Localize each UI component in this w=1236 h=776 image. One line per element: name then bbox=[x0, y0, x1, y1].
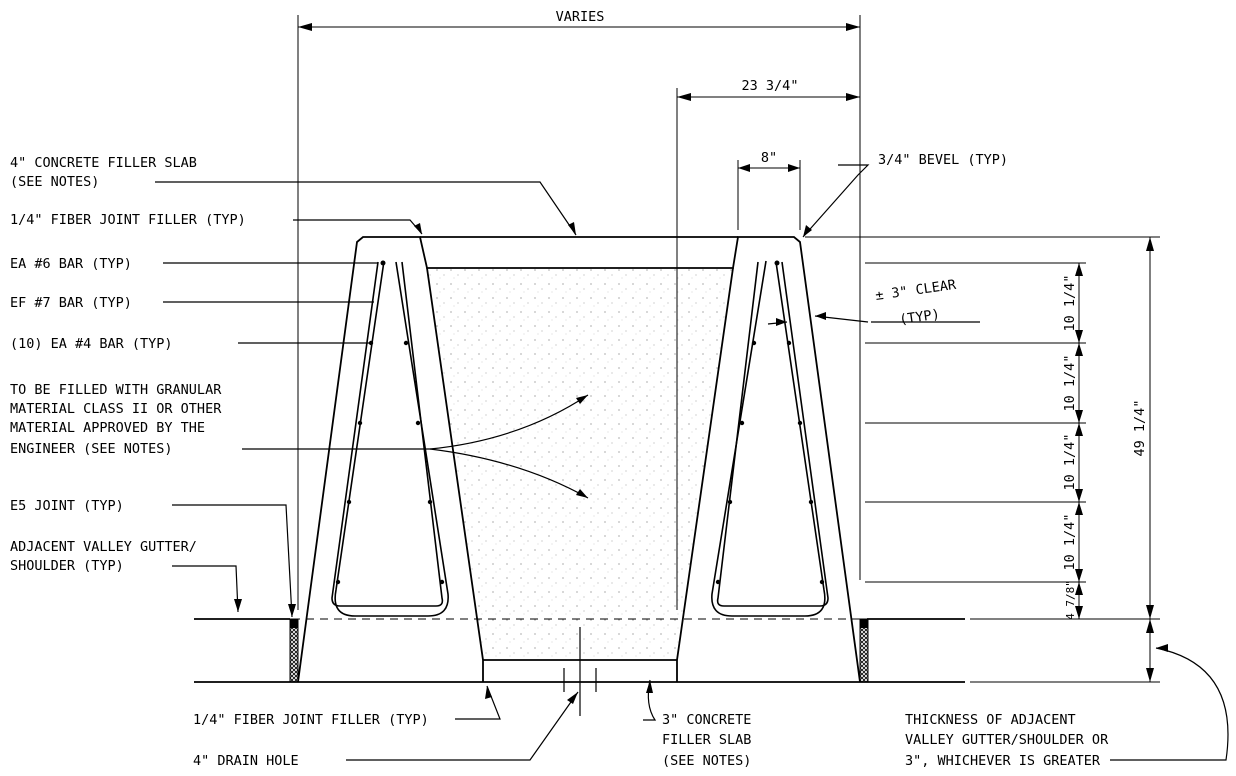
left-ea4-bars bbox=[335, 340, 445, 585]
label-filler-slab-bottom-1: 3" CONCRETE bbox=[662, 712, 751, 728]
dim-spacing-3: 10 1/4" bbox=[1062, 434, 1078, 491]
label-granular-4: ENGINEER (SEE NOTES) bbox=[10, 441, 173, 457]
left-ef7-bar-outer bbox=[334, 260, 449, 617]
label-ea4-bar: (10) EA #4 BAR (TYP) bbox=[10, 336, 173, 352]
label-granular-1: TO BE FILLED WITH GRANULAR bbox=[10, 382, 222, 398]
granular-fill-area bbox=[427, 268, 733, 660]
label-filler-slab-bottom-2: FILLER SLAB bbox=[662, 732, 751, 748]
label-concrete-filler-slab-1: 4" CONCRETE FILLER SLAB bbox=[10, 155, 197, 171]
label-filler-slab-bottom-3: (SEE NOTES) bbox=[662, 753, 751, 769]
right-joint-cap bbox=[860, 619, 868, 628]
label-e5-joint: E5 JOINT (TYP) bbox=[10, 498, 124, 514]
dim-bottom-spacing: 4 7/8" bbox=[1064, 580, 1077, 620]
barrier-outline bbox=[297, 236, 861, 683]
left-ea6-bar bbox=[380, 260, 386, 266]
left-ef7-bar-inner bbox=[331, 261, 444, 607]
left-leaders bbox=[155, 164, 1229, 761]
dimension-8 bbox=[737, 160, 801, 230]
label-clear-2: (TYP) bbox=[898, 306, 940, 328]
label-ef7-bar: EF #7 BAR (TYP) bbox=[10, 295, 132, 311]
label-adjacent-gutter-2: SHOULDER (TYP) bbox=[10, 558, 124, 574]
label-adjacent-gutter-1: ADJACENT VALLEY GUTTER/ bbox=[10, 539, 197, 555]
label-thickness-1: THICKNESS OF ADJACENT bbox=[905, 712, 1076, 728]
left-joint-cap bbox=[290, 619, 298, 628]
label-clear-1: ± 3" CLEAR bbox=[874, 277, 958, 304]
right-ea6-bar bbox=[774, 260, 780, 266]
label-fiber-joint-bottom: 1/4" FIBER JOINT FILLER (TYP) bbox=[193, 712, 429, 728]
label-drain-hole: 4" DRAIN HOLE bbox=[193, 753, 299, 769]
left-e5-joint bbox=[289, 618, 299, 683]
label-granular-2: MATERIAL CLASS II OR OTHER bbox=[10, 401, 222, 417]
dim-spacing-1: 10 1/4" bbox=[1062, 275, 1078, 332]
dim-spacing-4: 10 1/4" bbox=[1062, 514, 1078, 571]
label-thickness-3: 3", WHICHEVER IS GREATER bbox=[905, 753, 1101, 769]
dimension-23-3-4 bbox=[676, 88, 860, 610]
dim-overall-height: 49 1/4" bbox=[1132, 400, 1148, 457]
dim-varies-label: VARIES bbox=[556, 9, 605, 25]
label-bevel: 3/4" BEVEL (TYP) bbox=[878, 152, 1008, 168]
label-concrete-filler-slab-2: (SEE NOTES) bbox=[10, 174, 99, 190]
label-fiber-joint-top: 1/4" FIBER JOINT FILLER (TYP) bbox=[10, 212, 246, 228]
label-ea6-bar: EA #6 BAR (TYP) bbox=[10, 256, 132, 272]
label-granular-3: MATERIAL APPROVED BY THE bbox=[10, 420, 205, 436]
right-ef7-bar-inner bbox=[716, 261, 829, 607]
label-thickness-2: VALLEY GUTTER/SHOULDER OR bbox=[905, 732, 1109, 748]
right-e5-joint bbox=[859, 618, 869, 683]
vertical-dimensions bbox=[805, 236, 1160, 683]
dim-8-label: 8" bbox=[761, 150, 777, 166]
dim-23-3-4-label: 23 3/4" bbox=[742, 78, 799, 94]
dim-spacing-2: 10 1/4" bbox=[1062, 355, 1078, 412]
leader-arrowheads bbox=[234, 222, 1168, 704]
right-ea4-bars bbox=[715, 340, 825, 585]
dimension-varies bbox=[297, 15, 861, 610]
right-ef7-bar-outer bbox=[711, 260, 826, 617]
